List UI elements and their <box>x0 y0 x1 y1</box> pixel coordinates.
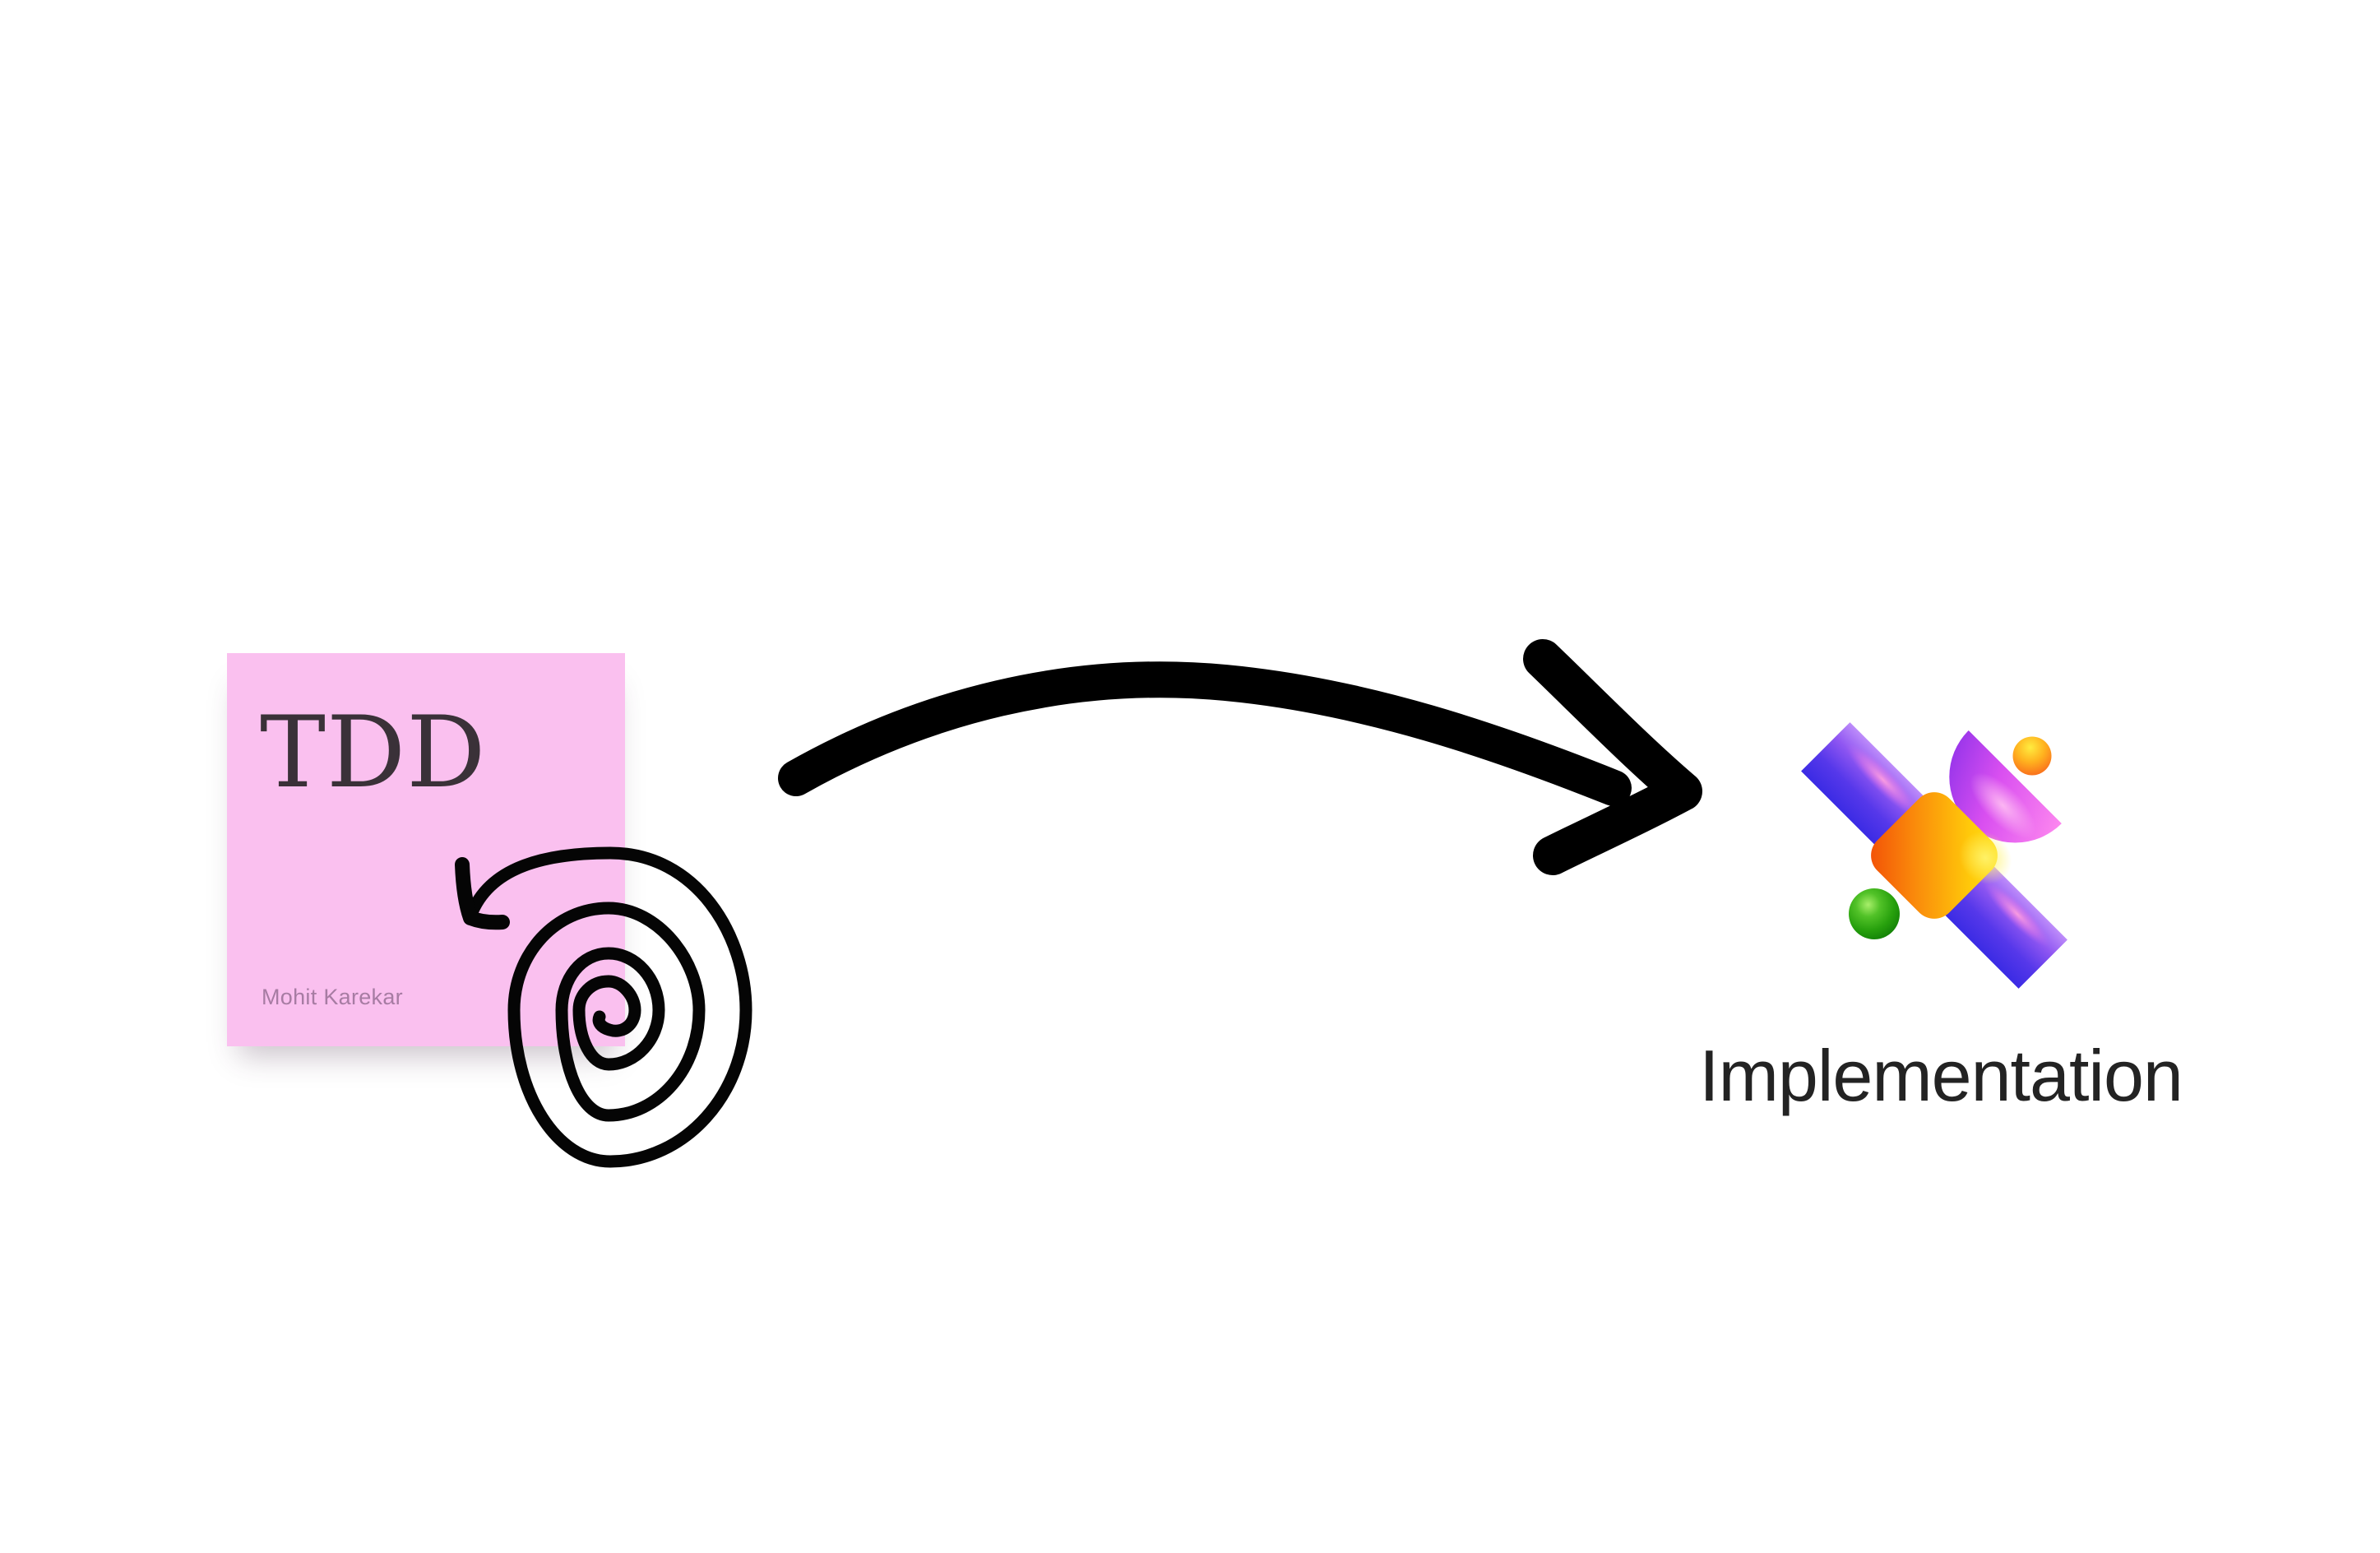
satellite-bar-highlight <box>1845 743 1920 818</box>
tdd-card-author: Mohit Karekar <box>262 985 403 1009</box>
satellite-dish-highlight <box>1970 772 2036 839</box>
tdd-card-title: TDD <box>260 696 487 810</box>
implementation-label: Implementation <box>1699 1035 2183 1116</box>
satellite-illustration <box>1801 722 2067 989</box>
satellite-cube-highlight <box>1959 831 2012 884</box>
satellite-bar-highlight <box>1984 881 2051 948</box>
curved-arrow <box>778 639 1702 875</box>
curved-arrow-head <box>1523 639 1702 875</box>
green-sphere <box>1849 888 1900 939</box>
tdd-card: TDD Mohit Karekar <box>227 653 625 1046</box>
orange-sphere <box>2012 736 2052 776</box>
satellite-bar <box>1801 722 2067 989</box>
satellite-core-cube <box>1871 792 1998 919</box>
satellite-dish <box>1949 730 2062 843</box>
curved-arrow-shaft <box>778 661 1632 806</box>
